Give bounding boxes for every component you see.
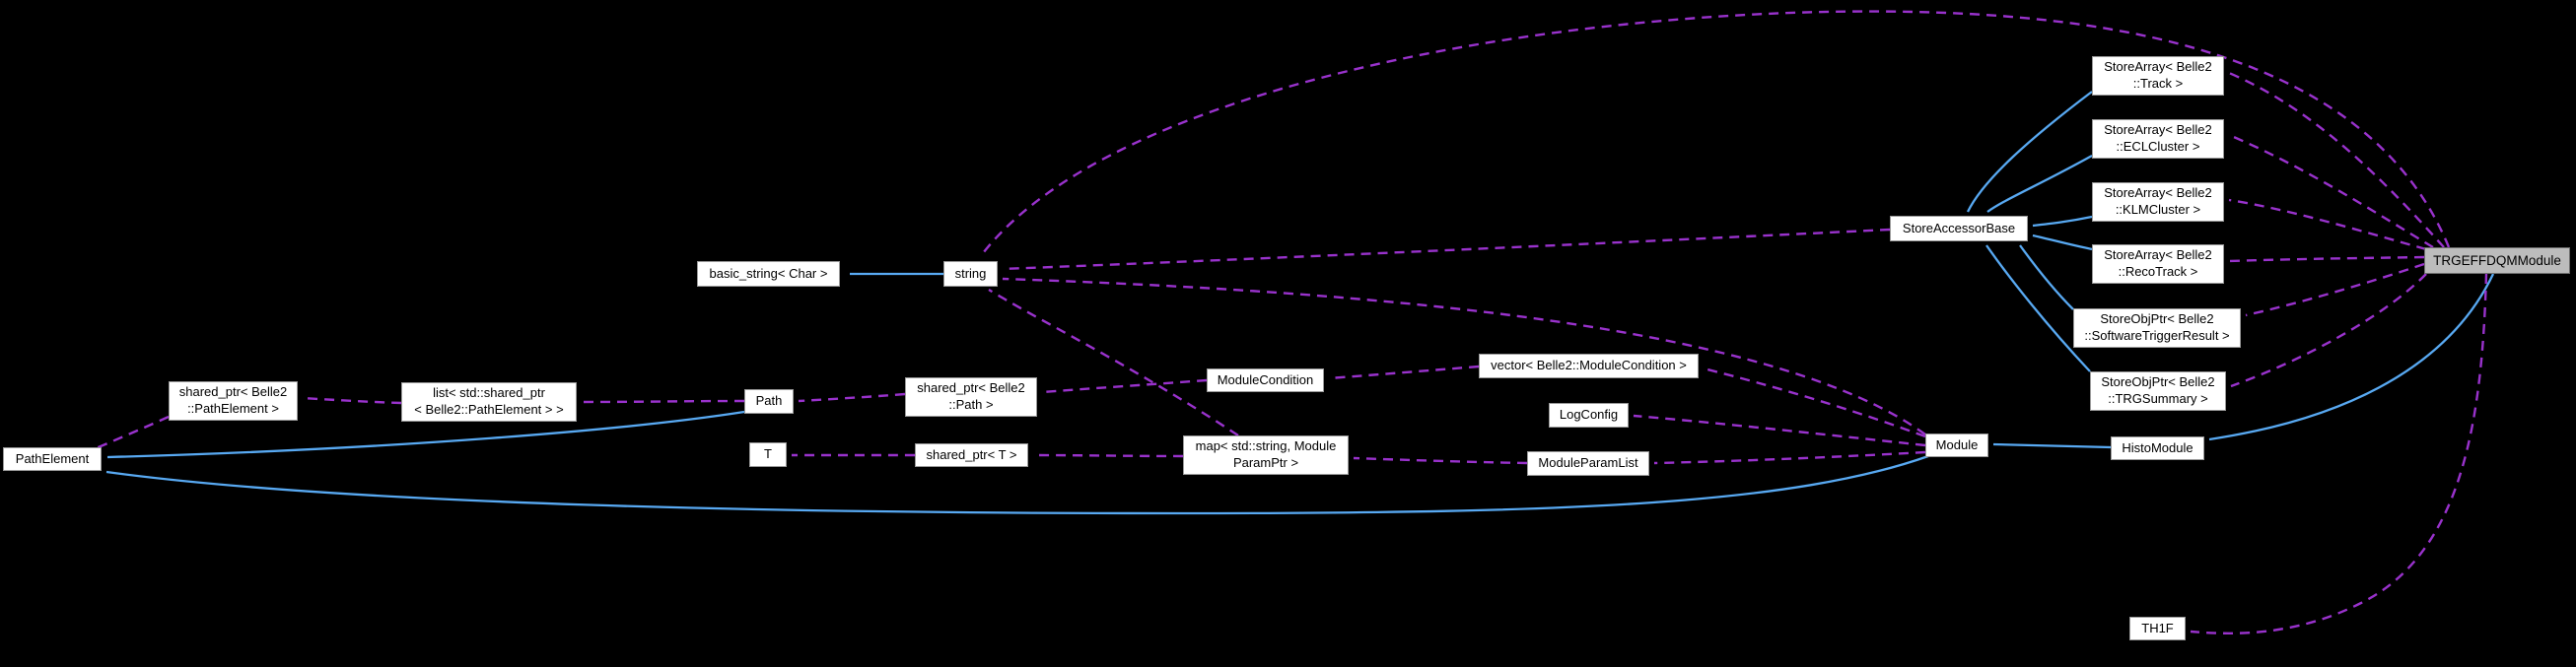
node-store-objptr-softwaretriggerresult[interactable]: StoreObjPtr< Belle2 ::SoftwareTriggerRes… [2073,308,2241,348]
edge-trgeffdqm-module-to-store-array-eclcluster [2228,133,2434,249]
edge-histo-module-to-module [1992,442,2112,449]
node-store-array-eclcluster[interactable]: StoreArray< Belle2 ::ECLCluster > [2092,119,2224,159]
edge-list-shared-ptr-pathelement-to-shared-ptr-pathelement [302,396,402,405]
edge-path-to-list-shared-ptr-pathelement [581,399,745,404]
edge-trgeffdqm-module-to-string [979,10,2451,258]
node-histo-module[interactable]: HistoModule [2111,436,2204,460]
node-store-array-track[interactable]: StoreArray< Belle2 ::Track > [2092,56,2224,96]
node-store-array-klmcluster[interactable]: StoreArray< Belle2 ::KLMCluster > [2092,182,2224,222]
edge-module-to-string [1002,277,1926,435]
node-th1f[interactable]: TH1F [2129,617,2186,640]
edge-store-array-recotrack-to-store-accessor-base [2032,233,2093,251]
node-string[interactable]: string [943,261,998,287]
edge-store-accessor-base-to-string [1002,228,1891,271]
edge-module-to-path-element [105,454,1929,515]
edge-store-array-eclcluster-to-store-accessor-base [1986,154,2093,213]
edge-module-to-log-config [1633,414,1926,447]
node-module-param-list[interactable]: ModuleParamList [1527,451,1649,476]
node-list-shared-ptr-pathelement[interactable]: list< std::shared_ptr < Belle2::PathElem… [401,382,577,422]
edge-trgeffdqm-module-to-store-array-klmcluster [2228,198,2427,251]
node-log-config[interactable]: LogConfig [1549,403,1629,428]
edge-shared-ptr-pathelement-to-path-element [93,415,170,451]
node-trgeffdqm-module[interactable]: TRGEFFDQMModule [2424,247,2570,274]
node-store-objptr-trgsummary[interactable]: StoreObjPtr< Belle2 ::TRGSummary > [2090,371,2226,411]
edge-trgeffdqm-module-to-store-objptr-trgsummary [2230,273,2427,388]
node-map-moduleparamptr[interactable]: map< std::string, Module ParamPtr > [1183,435,1349,475]
node-store-array-recotrack[interactable]: StoreArray< Belle2 ::RecoTrack > [2092,244,2224,284]
node-module-condition[interactable]: ModuleCondition [1207,368,1324,392]
edge-map-moduleparamptr-to-shared-ptr-t [1032,453,1184,458]
edge-map-moduleparamptr-to-string [988,288,1239,437]
node-path[interactable]: Path [744,389,794,414]
edge-module-to-module-param-list [1653,450,1926,465]
edge-trgeffdqm-module-to-th1f [2190,273,2488,634]
edge-trgeffdqm-module-to-histo-module [2208,273,2495,441]
node-store-accessor-base[interactable]: StoreAccessorBase [1890,216,2028,241]
edge-module-to-vector-modulecondition [1703,367,1926,438]
edge-store-objptr-softwaretriggerresult-to-store-accessor-base [2019,244,2074,310]
edge-store-objptr-trgsummary-to-store-accessor-base [1985,244,2091,372]
node-vector-modulecondition[interactable]: vector< Belle2::ModuleCondition > [1479,354,1699,378]
edge-trgeffdqm-module-to-store-objptr-softwaretriggerresult [2245,262,2425,317]
edge-trgeffdqm-module-to-store-array-recotrack [2228,255,2425,263]
edge-trgeffdqm-module-to-store-array-track [2228,71,2445,248]
edges-group [93,10,2495,634]
edge-path-to-path-element [106,410,745,459]
node-shared-ptr-pathelement[interactable]: shared_ptr< Belle2 ::PathElement > [169,381,298,421]
node-module[interactable]: Module [1925,434,1988,457]
node-shared-ptr-t[interactable]: shared_ptr< T > [915,443,1028,467]
node-shared-ptr-path[interactable]: shared_ptr< Belle2 ::Path > [905,377,1037,417]
edge-store-array-klmcluster-to-store-accessor-base [2032,215,2093,228]
edge-module-condition-to-shared-ptr-path [1041,378,1208,394]
node-path-element[interactable]: PathElement [3,447,102,471]
edge-shared-ptr-path-to-path [798,392,906,403]
node-t[interactable]: T [749,442,787,467]
edge-vector-modulecondition-to-module-condition [1328,365,1480,380]
edge-module-param-list-to-map-moduleparamptr [1353,456,1528,465]
node-basic-string-char[interactable]: basic_string< Char > [697,261,840,287]
edge-store-array-track-to-store-accessor-base [1966,91,2093,213]
